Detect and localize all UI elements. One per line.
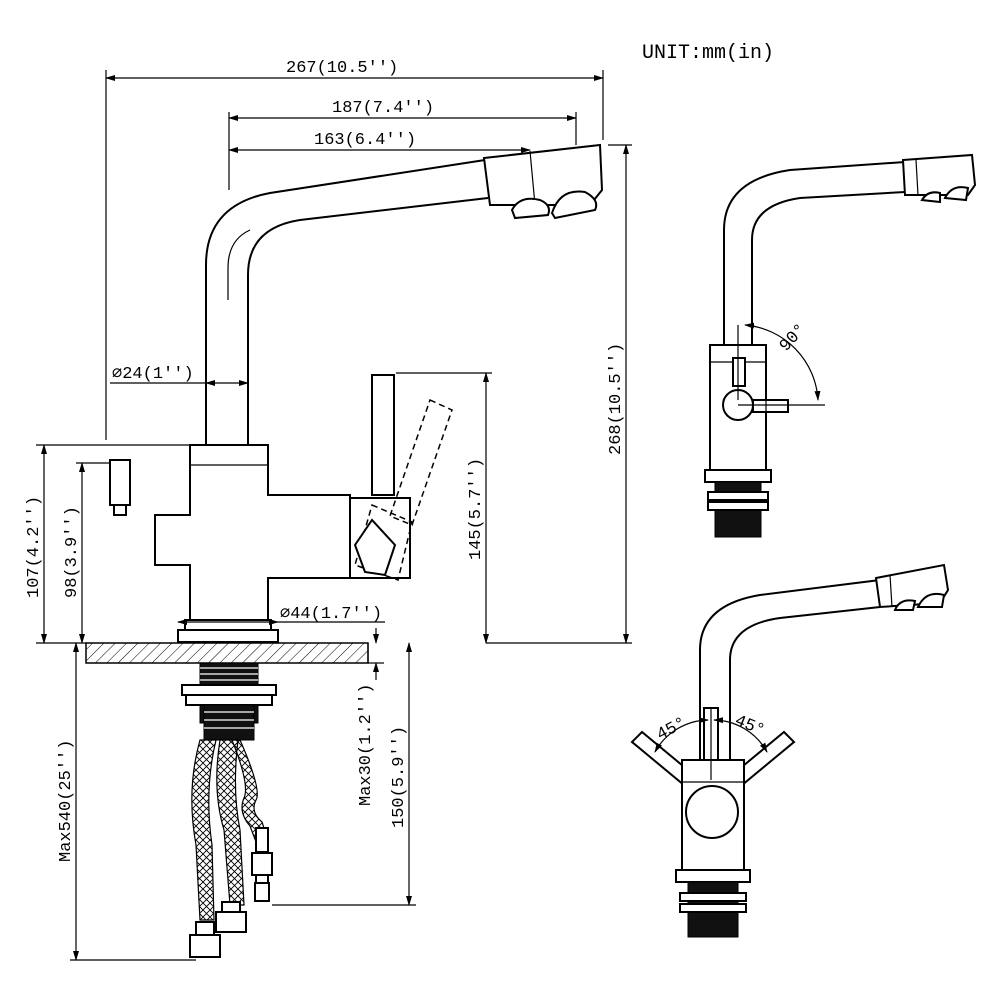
angle-lever-right: 45° (732, 712, 767, 741)
front-view-lever (630, 563, 950, 938)
dim-shank-length: 150(5.9'') (390, 726, 409, 828)
dim-max-deck-thickness: Max30(1.2'') (357, 684, 376, 806)
angle-swivel: 90° (776, 321, 811, 356)
main-faucet-view (85, 143, 604, 958)
dim-spout-diameter: ⌀24(1'') (112, 365, 194, 384)
dimension-lines (36, 70, 632, 961)
dim-overall-length: 267(10.5'') (286, 59, 398, 78)
dim-handle-height: 145(5.7'') (467, 458, 486, 560)
side-view-swivel (704, 153, 977, 538)
dim-overall-height: 268(10.5'') (607, 343, 626, 455)
dim-spout-reach-outer: 187(7.4'') (332, 99, 434, 118)
dim-spout-reach-inner: 163(6.4'') (314, 131, 416, 150)
dim-max-hose-length: Max540(25'') (57, 740, 76, 862)
dim-body-height-inner: 98(3.9'') (63, 506, 82, 598)
dim-body-height-outer: 107(4.2'') (25, 496, 44, 598)
dim-base-diameter: ⌀44(1.7'') (280, 605, 382, 624)
unit-label: UNIT:mm(in) (642, 42, 774, 65)
angle-lever-left: 45° (654, 714, 690, 745)
